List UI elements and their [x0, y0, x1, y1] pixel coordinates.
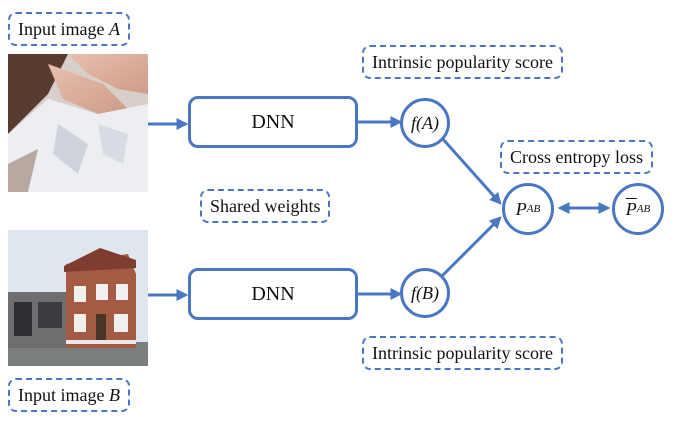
input-image-a-label: Input image A: [8, 12, 130, 46]
intrinsic-score-bottom-label: Intrinsic popularity score: [362, 336, 563, 370]
dnn-bottom-label: DNN: [251, 282, 295, 305]
dnn-top-label: DNN: [251, 110, 295, 133]
dnn-bottom-box: DNN: [188, 268, 358, 320]
shared-weights-label: Shared weights: [200, 189, 331, 223]
dnn-top-box: DNN: [188, 96, 358, 148]
intrinsic-score-top-label: Intrinsic popularity score: [362, 45, 563, 79]
fa-node: f(A): [400, 98, 450, 148]
arrow-fa-to-pab: [440, 137, 502, 205]
input-image-a-photo: [8, 54, 148, 192]
input-image-b-photo: [8, 230, 148, 366]
fb-node: f(B): [400, 268, 450, 318]
input-image-b-label: Input image B: [8, 378, 130, 412]
arrow-fb-to-pab: [440, 216, 502, 278]
cross-entropy-loss-label: Cross entropy loss: [500, 140, 654, 174]
